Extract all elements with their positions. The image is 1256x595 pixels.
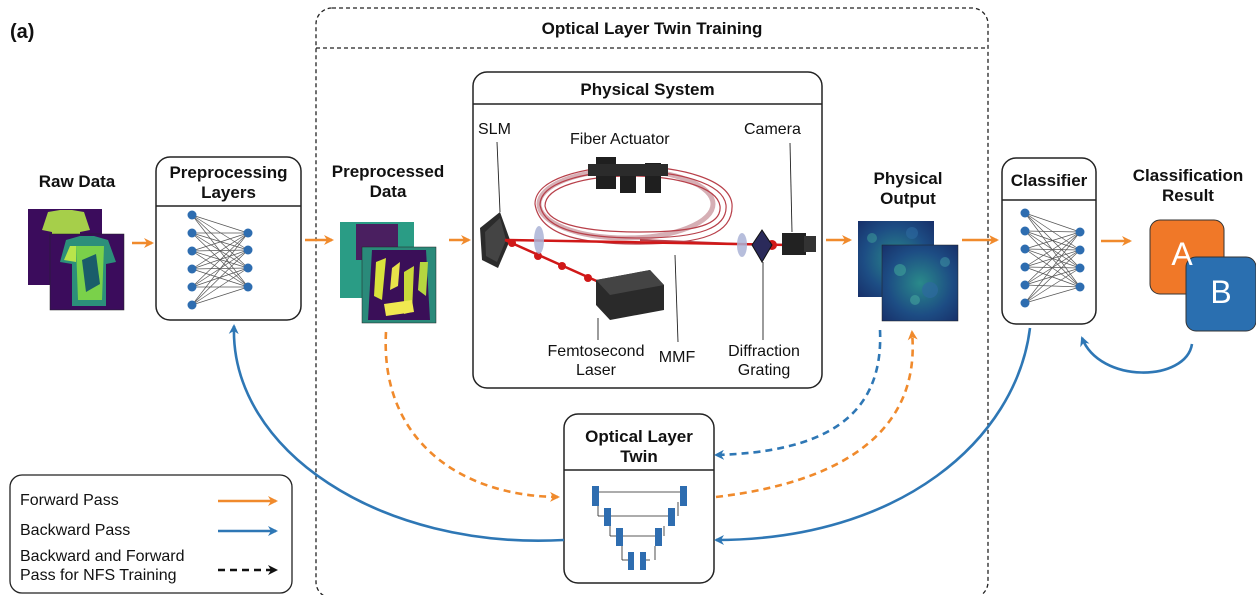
result-card-a: A: [1171, 236, 1193, 272]
classifier-title: Classifier: [1010, 171, 1088, 190]
preprocessing-title-line1: Preprocessing: [169, 163, 288, 182]
grating-label-line1: Diffraction: [728, 343, 800, 360]
legend-nfs-line2: Pass for NFS Training: [20, 567, 177, 584]
physical-output-images: [858, 221, 959, 322]
laser-label: Femtosecond Laser: [526, 342, 666, 380]
preprocessed-data-line2: Data: [369, 182, 407, 201]
preprocessed-data-images: [340, 222, 437, 324]
laser-label-line2: Laser: [575, 362, 617, 379]
physical-output-label: Physical Output: [848, 169, 968, 209]
grating-label-line2: Grating: [737, 362, 791, 379]
result-card-b-shape: [1185, 256, 1256, 332]
preprocessed-data-line1: Preprocessed: [331, 162, 445, 181]
slm-label: SLM: [478, 121, 511, 138]
twin-title: Optical Layer Twin: [564, 427, 714, 467]
fiber-actuator-label: Fiber Actuator: [570, 131, 670, 148]
slm-device: [480, 212, 510, 268]
legend-forward: Forward Pass: [20, 492, 119, 509]
physical-system-box: [472, 71, 823, 389]
classification-result-label: Classification Result: [1120, 166, 1256, 206]
camera-device: [782, 233, 816, 255]
raw-data-images: [28, 209, 125, 311]
legend-nfs-line1: Backward and Forward: [20, 548, 185, 565]
physical-output-line1: Physical: [873, 169, 943, 188]
twin-title-line1: Optical Layer: [585, 427, 693, 446]
raw-data-label: Raw Data: [38, 172, 116, 191]
twin-unet: [596, 491, 682, 561]
legend-box: [9, 474, 293, 594]
legend-backward: Backward Pass: [20, 522, 131, 539]
preprocessing-network: [191, 214, 249, 306]
twin-box: [563, 413, 715, 584]
classification-result-line2: Result: [1162, 186, 1214, 205]
legend-nfs: Backward and Forward Pass for NFS Traini…: [20, 547, 185, 585]
result-card-b: B: [1210, 274, 1232, 310]
physical-output-line2: Output: [880, 189, 936, 208]
fiber-actuator-blocks: [588, 157, 668, 193]
classification-result-line1: Classification: [1132, 166, 1244, 185]
panel-label: (a): [10, 21, 35, 43]
twin-training-frame: [315, 7, 989, 595]
preprocessing-title-line2: Layers: [201, 183, 256, 202]
grating-device: [751, 229, 773, 263]
camera-label: Camera: [744, 121, 801, 138]
twin-training-title: Optical Layer Twin Training: [541, 19, 763, 38]
grating-label: Diffraction Grating: [716, 342, 812, 380]
preprocessing-box: [155, 156, 302, 321]
preprocessed-data-label: Preprocessed Data: [318, 162, 458, 202]
laser-label-line1: Femtosecond: [547, 343, 645, 360]
laser-device: [596, 270, 664, 320]
mmf-label: MMF: [658, 349, 696, 366]
preprocessing-title: Preprocessing Layers: [156, 163, 301, 203]
twin-title-line2: Twin: [620, 447, 658, 466]
classifier-network: [1024, 212, 1081, 304]
physical-system-title: Physical System: [580, 80, 715, 99]
